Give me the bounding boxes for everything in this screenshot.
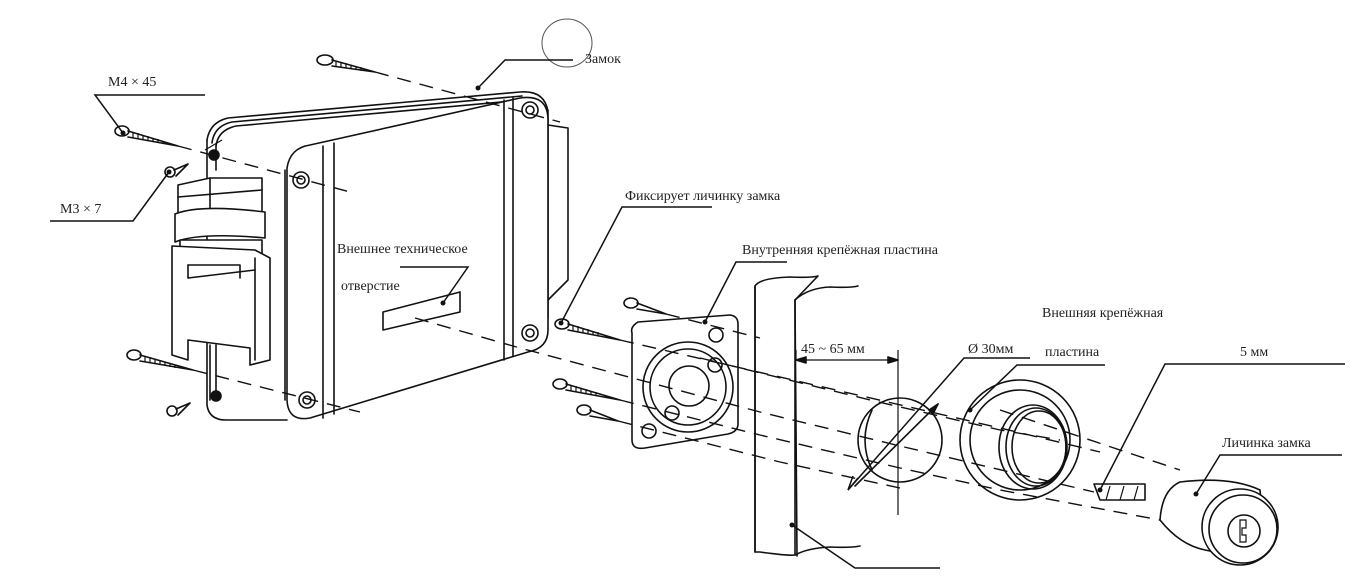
- outer-mounting-plate: [959, 379, 1081, 501]
- screw-m3-upper: [164, 163, 189, 178]
- lock-body: [171, 91, 569, 421]
- label-fixes-cylinder: Фиксирует личинку замка: [625, 189, 781, 204]
- label-tech-hole-line1: Внешнее техническое: [337, 242, 468, 257]
- label-screw-m4: M4 × 45: [108, 75, 156, 90]
- label-screw-m3: M3 × 7: [60, 202, 101, 217]
- screw-plate-3: [552, 378, 621, 401]
- screw-m3-lower: [166, 402, 191, 417]
- door-panel: [754, 275, 861, 557]
- label-tech-hole-line2: отверстие: [341, 279, 400, 294]
- highlight-circle: [541, 18, 593, 68]
- dimension-diameter: [854, 403, 939, 487]
- inner-mounting-plate: [630, 314, 739, 450]
- screw-top: [316, 54, 376, 73]
- label-inner-plate: Внутренняя крепёжная пластина: [742, 243, 939, 258]
- screw-plate-1: [623, 297, 667, 315]
- label-bar-length: 5 мм: [1240, 345, 1268, 360]
- label-distance: 45 ~ 65 мм: [801, 342, 865, 357]
- label-outer-plate-line1: Внешняя крепёжная: [1042, 306, 1164, 321]
- screw-plate-4: [576, 404, 619, 422]
- assembly-guide-lines: [177, 71, 1181, 521]
- label-diameter: Ø 30мм: [968, 342, 1013, 357]
- dimension-45-65: [795, 350, 899, 515]
- lock-cylinder: [1093, 479, 1279, 566]
- screw-plate-2: [554, 318, 621, 341]
- leader-lines: [50, 59, 1345, 569]
- label-lock: Замок: [585, 52, 621, 67]
- label-outer-plate-line2: пластина: [1045, 345, 1100, 360]
- label-cylinder: Личинка замка: [1222, 436, 1312, 451]
- screw-m4-upper-left: [114, 125, 179, 147]
